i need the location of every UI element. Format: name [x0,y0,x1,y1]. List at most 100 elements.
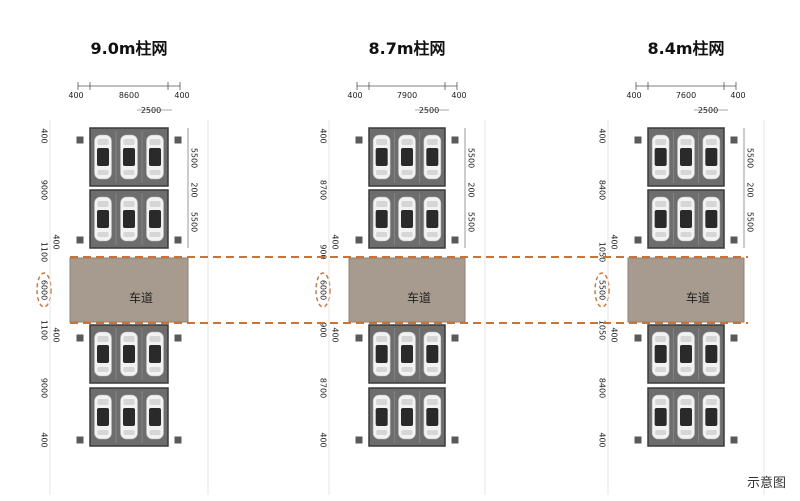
column-marker [634,436,642,444]
dimension-label: 5500 [467,212,476,232]
car-roof [680,210,692,228]
car-icon [702,196,721,242]
car-roof [97,210,109,228]
car-trunk [123,170,135,175]
car-hood [426,139,438,145]
car-hood [376,201,388,207]
aisle-label: 车道 [129,290,153,305]
car-trunk [97,232,109,237]
car-hood [123,139,135,145]
car-roof [401,210,413,228]
car-trunk [149,232,161,237]
dimension-label: 400 [319,128,328,143]
car-trunk [401,367,413,372]
column-marker [174,136,182,144]
car-hood [401,336,413,342]
car-trunk [123,430,135,435]
car-hood [97,201,109,207]
car-icon [372,134,391,180]
car-trunk [97,367,109,372]
car-roof [375,210,388,228]
dimension-label: 2500 [419,106,439,115]
column-marker [451,236,459,244]
dimension-label: 7900 [397,91,417,100]
dimension-label: 200 [467,182,476,197]
dimension-label: 8400 [598,378,607,398]
column-marker [76,334,84,342]
aisle-dim-highlight [315,272,331,308]
dimension-label: 400 [347,91,362,100]
car-icon [372,331,391,377]
car-icon [677,134,695,180]
dimension-label: 5500 [746,212,755,232]
dimension-label: 6000 [40,280,49,300]
car-hood [655,336,667,342]
car-icon [146,394,164,440]
car-trunk [426,367,438,372]
column-marker [634,136,642,144]
panel-title: 9.0m柱网 [90,39,167,58]
car-roof [426,210,439,228]
dimension-label: 1100 [40,320,49,340]
car-trunk [401,232,413,237]
car-trunk [401,170,413,175]
car-roof [123,210,135,228]
dimension-label: 8700 [319,180,328,200]
car-trunk [705,232,717,237]
car-roof [97,408,109,426]
car-icon [702,134,721,180]
dimension-label: 2500 [141,106,161,115]
column-marker [355,436,363,444]
car-trunk [680,367,692,372]
dimension-label: 2500 [698,106,718,115]
car-roof [401,345,413,363]
aisle-dim-highlight [594,272,610,308]
column-marker [634,334,642,342]
dimension-label: 5500 [598,280,607,300]
car-icon [651,331,670,377]
dimension-label: 1050 [598,242,607,262]
car-hood [705,139,717,145]
car-hood [401,399,413,405]
car-icon [94,134,112,180]
car-hood [376,399,388,405]
car-hood [705,201,717,207]
car-hood [655,139,667,145]
car-roof [654,148,667,166]
car-icon [94,394,112,440]
car-icon [677,196,695,242]
car-icon [423,394,442,440]
car-roof [654,408,667,426]
car-icon [702,331,721,377]
car-roof [123,345,135,363]
dimension-label: 8700 [319,378,328,398]
car-roof [705,210,718,228]
dimension-label: 400 [331,327,340,342]
dimension-label: 400 [40,128,49,143]
car-icon [146,331,164,377]
column-marker [355,236,363,244]
car-trunk [426,430,438,435]
car-roof [654,345,667,363]
column-marker [730,334,738,342]
car-hood [426,201,438,207]
dimension-label: 400 [626,91,641,100]
car-roof [97,148,109,166]
car-icon [398,134,416,180]
car-trunk [655,367,667,372]
car-trunk [149,367,161,372]
car-hood [680,399,692,405]
dimension-label: 5500 [190,212,199,232]
car-hood [123,336,135,342]
car-icon [398,394,416,440]
car-icon [120,196,138,242]
dimension-label: 400 [451,91,466,100]
car-trunk [123,367,135,372]
car-trunk [376,367,388,372]
dimension-label: 400 [610,234,619,249]
car-icon [398,331,416,377]
car-icon [120,134,138,180]
car-hood [149,336,161,342]
dimension-label: 1100 [40,242,49,262]
